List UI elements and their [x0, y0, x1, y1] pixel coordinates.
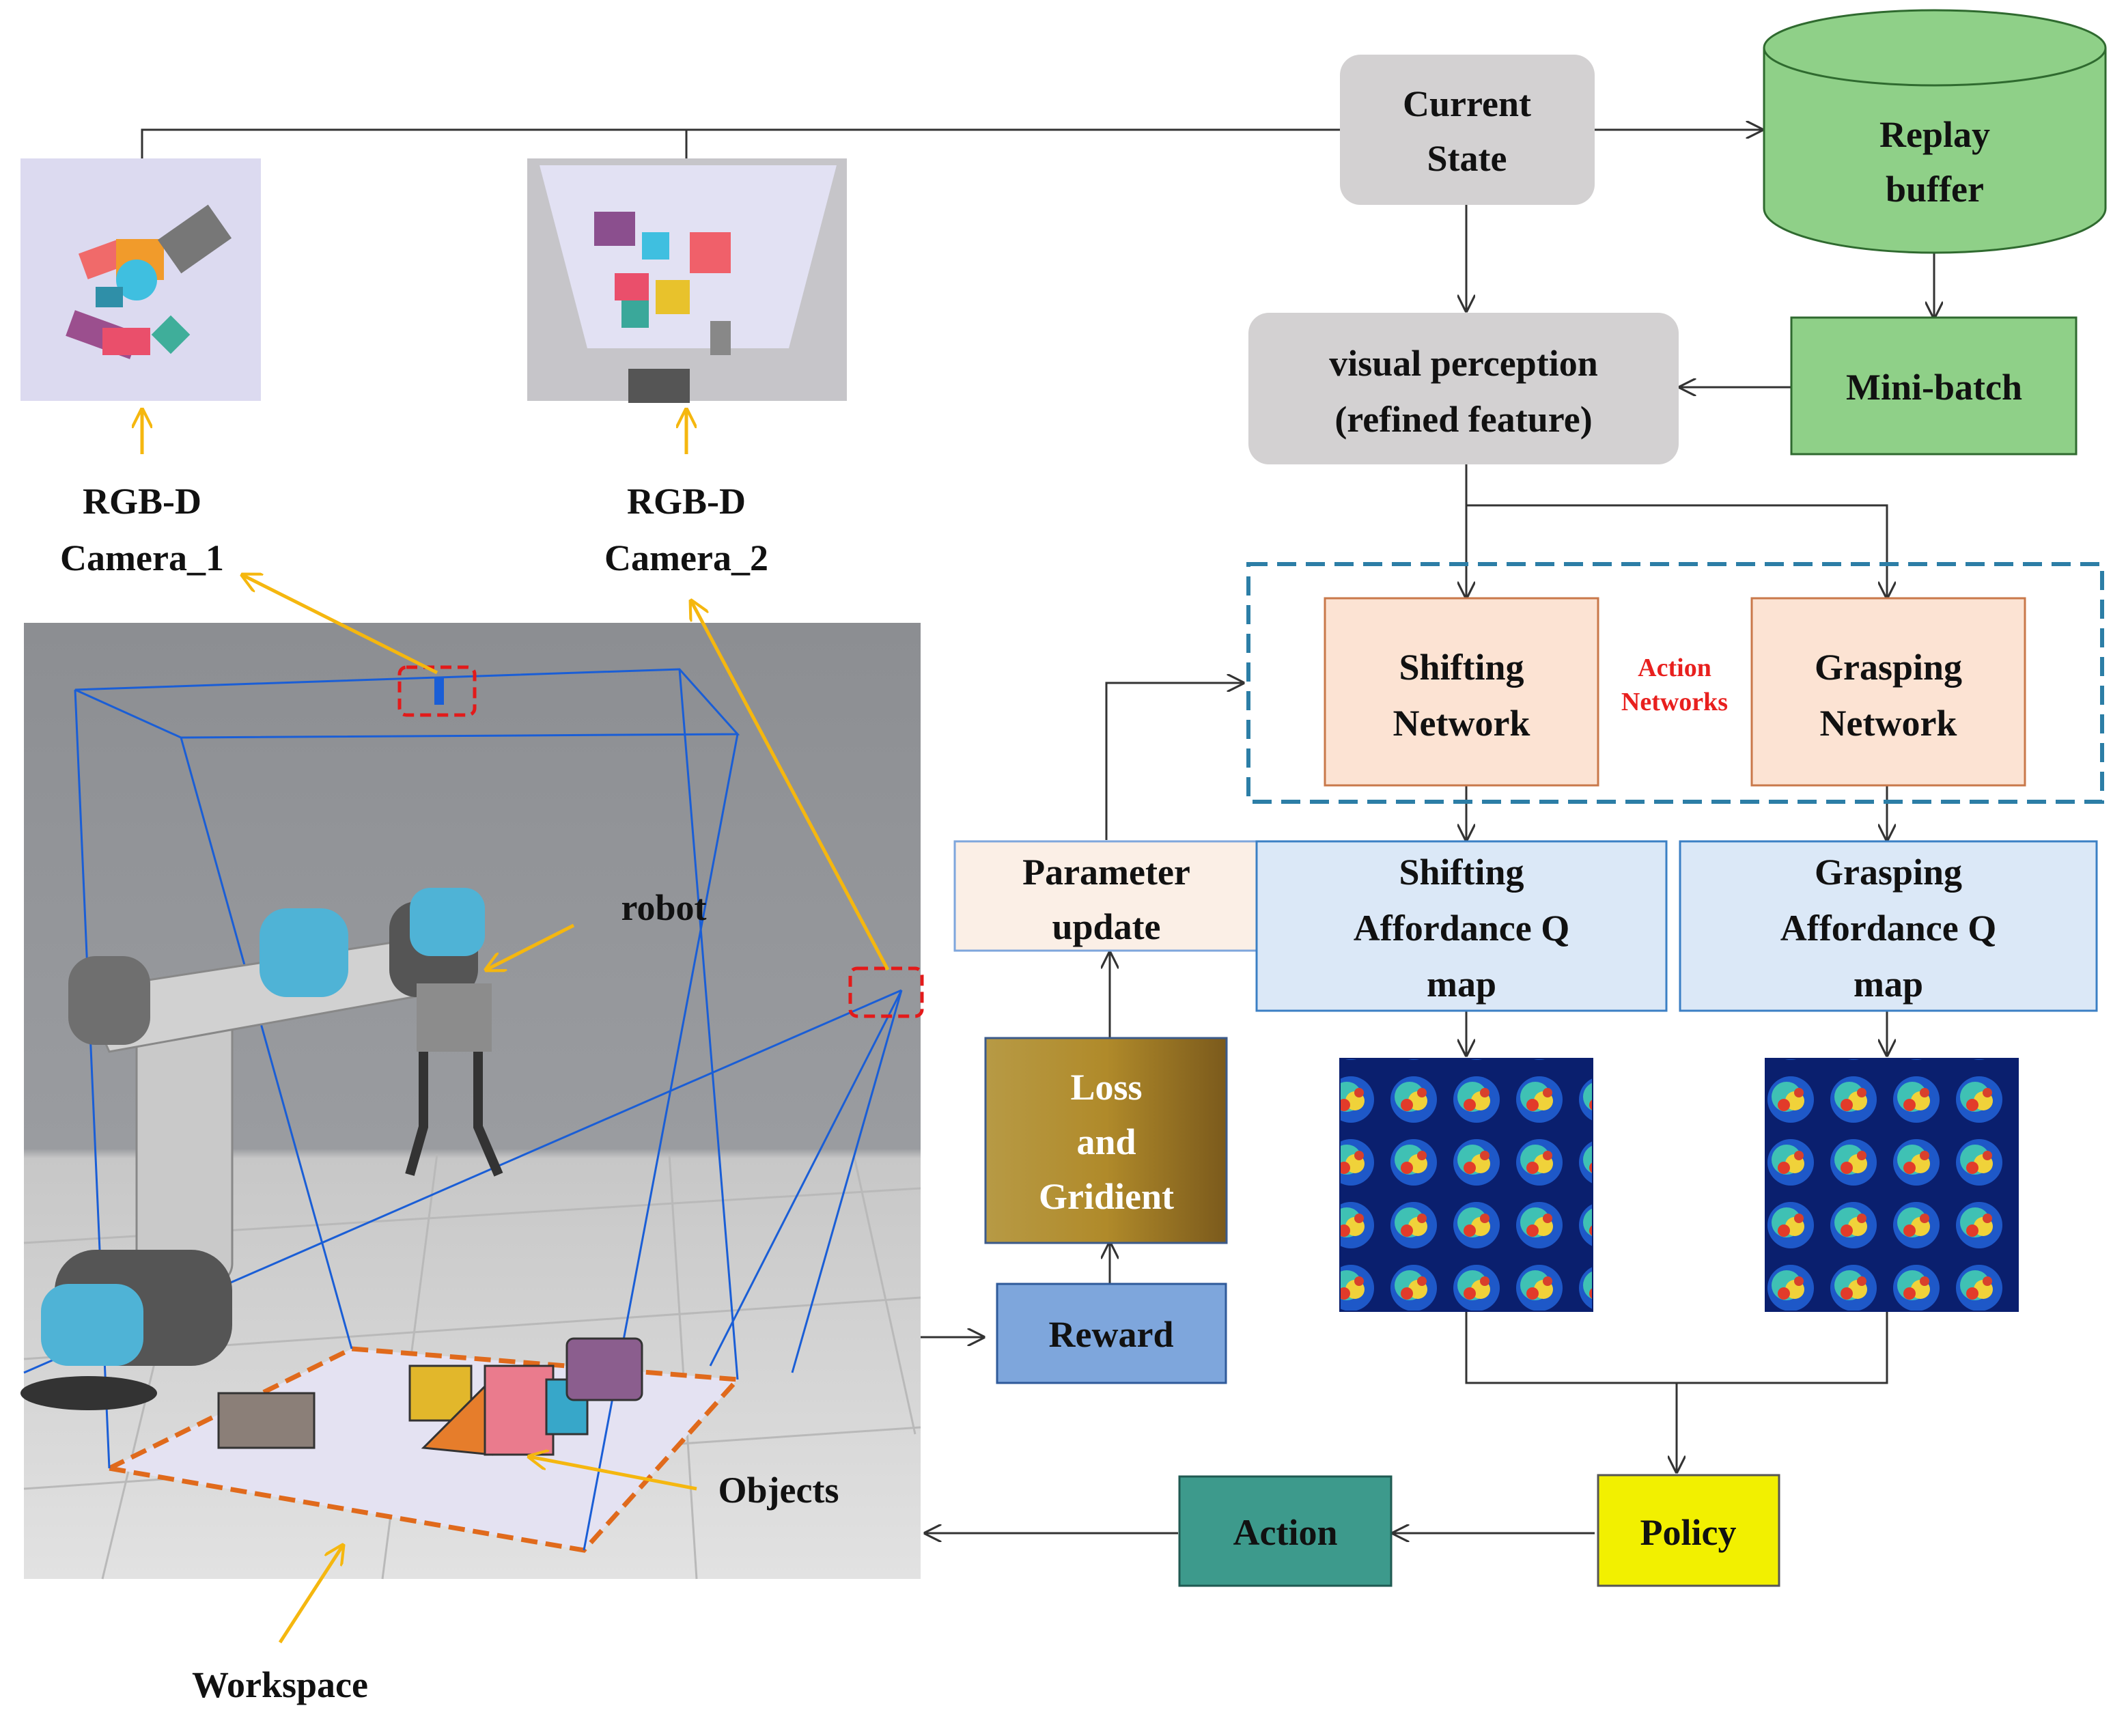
action-networks-label: Action Networks [1621, 654, 1728, 716]
action-label: Action [1233, 1512, 1338, 1553]
camera-2-view [527, 158, 847, 403]
current-state-node: Current State [1340, 55, 1595, 205]
shifting-q-map-node: Shifting Affordance Q map [1255, 840, 1668, 1012]
reward-node: Reward [996, 1283, 1227, 1384]
camera-2-label-line-1: RGB-D [627, 481, 746, 522]
grasping-heatmap [1765, 1058, 2019, 1312]
visual-perception-line-2: (refined feature) [1334, 399, 1592, 440]
mini-batch-node: Mini-batch [1790, 316, 2078, 456]
camera-1-view [20, 158, 261, 401]
loss-line-2: and [1076, 1121, 1136, 1162]
grasping-q-line-2: Affordance Q [1780, 908, 1996, 949]
camera-2-label-line-2: Camera_2 [604, 537, 768, 578]
action-node: Action [1178, 1475, 1393, 1587]
policy-label: Policy [1640, 1512, 1737, 1553]
camera-2-marker [848, 966, 924, 1018]
shifting-q-line-1: Shifting [1399, 852, 1524, 893]
grasping-q-map-node: Grasping Affordance Q map [1679, 840, 2098, 1012]
camera-1-marker [397, 665, 477, 717]
loss-line-3: Gridient [1039, 1176, 1174, 1217]
action-networks-line-1: Action [1638, 654, 1711, 682]
replay-buffer-line-2: buffer [1886, 169, 1984, 210]
parameter-update-line-1: Parameter [1022, 852, 1190, 893]
grasping-network-node: Grasping Network [1750, 597, 2026, 787]
grasping-network-line-1: Grasping [1815, 647, 1962, 688]
shifting-q-line-2: Affordance Q [1354, 908, 1569, 949]
objects-label: Objects [718, 1470, 839, 1511]
loss-line-1: Loss [1070, 1067, 1142, 1108]
simulation-scene [20, 623, 924, 1580]
reward-label: Reward [1049, 1314, 1174, 1355]
workspace-label: Workspace [192, 1664, 368, 1705]
visual-perception-node: visual perception (refined feature) [1248, 313, 1679, 464]
mini-batch-label: Mini-batch [1846, 367, 2022, 408]
grasping-q-line-3: map [1854, 964, 1923, 1005]
policy-node: Policy [1597, 1474, 1780, 1587]
shifting-network-line-2: Network [1393, 703, 1530, 744]
shifting-network-line-1: Shifting [1399, 647, 1524, 688]
pointer-arrows [142, 410, 890, 1644]
current-state-line-1: Current [1403, 83, 1531, 124]
loss-node: Loss and Gridient [984, 1037, 1228, 1244]
camera-1-label-line-1: RGB-D [83, 481, 201, 522]
camera-1-label-line-2: Camera_1 [60, 537, 224, 578]
connectors [141, 130, 1934, 1533]
grasping-q-line-1: Grasping [1815, 852, 1962, 893]
visual-perception-line-1: visual perception [1329, 343, 1598, 384]
parameter-update-line-2: update [1052, 906, 1160, 947]
grasping-network-line-2: Network [1820, 703, 1957, 744]
camera-1-label: RGB-D Camera_1 [60, 481, 224, 578]
current-state-line-2: State [1427, 138, 1507, 179]
robot-arm [20, 888, 503, 1410]
replay-buffer-node: Replay buffer [1763, 9, 2107, 254]
shifting-q-line-3: map [1427, 964, 1496, 1005]
action-networks-line-2: Networks [1621, 688, 1728, 716]
objects-cluster [217, 1337, 643, 1456]
shifting-heatmap [1339, 1058, 1593, 1312]
shifting-network-node: Shifting Network [1324, 597, 1599, 787]
parameter-update-node: Parameter update [953, 840, 1259, 952]
replay-buffer-line-1: Replay [1879, 114, 1990, 155]
robot-label: robot [621, 887, 706, 928]
camera-2-label: RGB-D Camera_2 [604, 481, 768, 578]
